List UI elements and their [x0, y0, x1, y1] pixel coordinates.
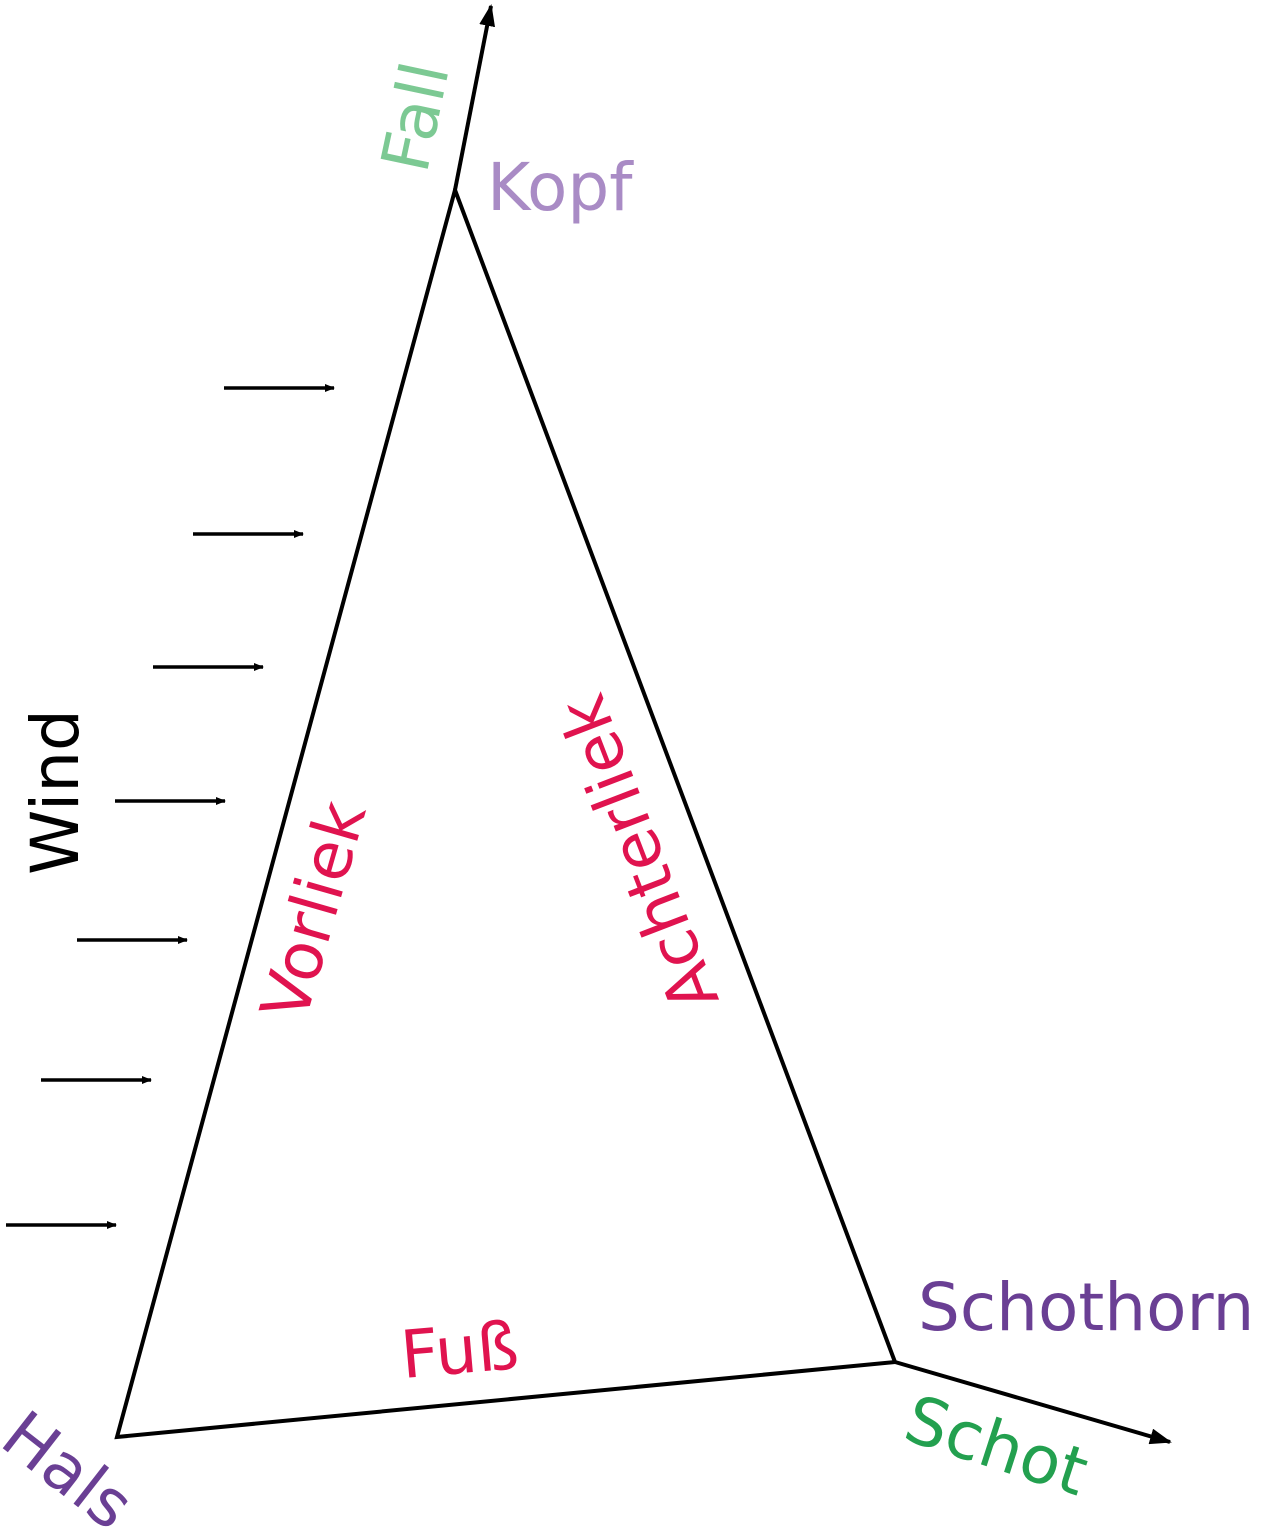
label-schot: Schot	[896, 1380, 1097, 1511]
label-vorliek: Vorliek	[246, 792, 382, 1028]
wind-arrows	[6, 384, 335, 1229]
label-wind: Wind	[17, 709, 94, 875]
halyard-arrow	[453, 4, 496, 191]
label-schothorn: Schothorn	[918, 1269, 1254, 1346]
label-fall: Fall	[367, 56, 465, 179]
label-fuss: Fuß	[398, 1307, 522, 1394]
sail-outline	[114, 183, 898, 1440]
label-kopf: Kopf	[487, 149, 634, 226]
sheet-arrow	[894, 1360, 1172, 1445]
label-hals: Hals	[0, 1396, 148, 1536]
